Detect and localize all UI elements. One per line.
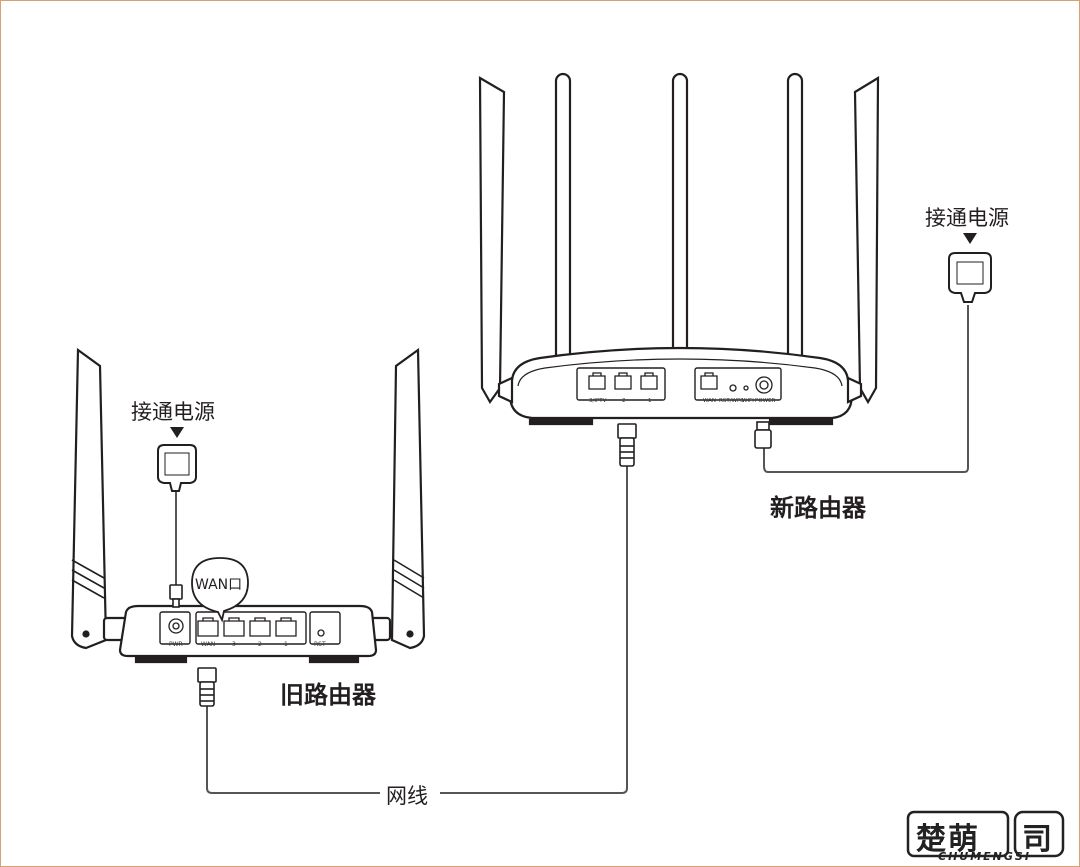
new-port-label-wifi: WIFI	[742, 398, 754, 404]
new-router-body	[497, 346, 863, 426]
cable-label: 网线	[382, 780, 432, 810]
old-router-antennas	[70, 347, 426, 650]
network-cable	[206, 465, 628, 794]
power-cable-right	[763, 305, 969, 473]
old-port-label-1: 1	[284, 641, 288, 648]
wan-callout	[191, 557, 249, 623]
arrow-down-left-icon	[170, 427, 184, 438]
watermark-brand: CHUMENGSI	[938, 850, 1031, 863]
old-router-body	[118, 604, 378, 664]
new-port-label-power: POWER	[755, 398, 776, 404]
new-router-ethernet-plug	[617, 423, 637, 467]
old-router-ethernet-plug	[197, 667, 217, 707]
old-router-ports	[168, 617, 325, 637]
watermark-logo-text: 楚萌	[916, 822, 980, 857]
power-adapter-left	[157, 444, 197, 492]
new-port-label-wan: WAN	[703, 398, 717, 404]
power-label-left: 接通电源	[131, 400, 215, 424]
watermark-logo	[906, 810, 1065, 858]
new-port-label-3-iptv: 3/IPTV	[589, 398, 607, 404]
old-port-label-pwr: PWR	[169, 641, 183, 648]
old-port-label-2: 2	[258, 641, 262, 648]
new-port-label-rst-wps: RST/WPS	[719, 398, 744, 404]
power-adapter-right	[948, 252, 992, 303]
new-port-label-1: 1	[648, 398, 652, 404]
new-router-power-plug	[754, 421, 772, 449]
old-port-label-3: 3	[232, 641, 236, 648]
old-router-power-plug	[169, 584, 183, 608]
new-router-ports	[588, 372, 773, 394]
old-port-label-rst: RST	[314, 641, 326, 648]
power-label-right: 接通电源	[925, 206, 1009, 230]
wan-callout-label: WAN口	[195, 577, 243, 593]
new-port-label-2: 2	[622, 398, 626, 404]
old-port-label-wan: WAN	[201, 641, 216, 648]
watermark-logo-suffix: 司	[1022, 822, 1052, 857]
new-router-label: 新路由器	[770, 494, 866, 522]
old-router-label: 旧路由器	[280, 681, 376, 709]
arrow-down-right-icon	[963, 233, 977, 244]
